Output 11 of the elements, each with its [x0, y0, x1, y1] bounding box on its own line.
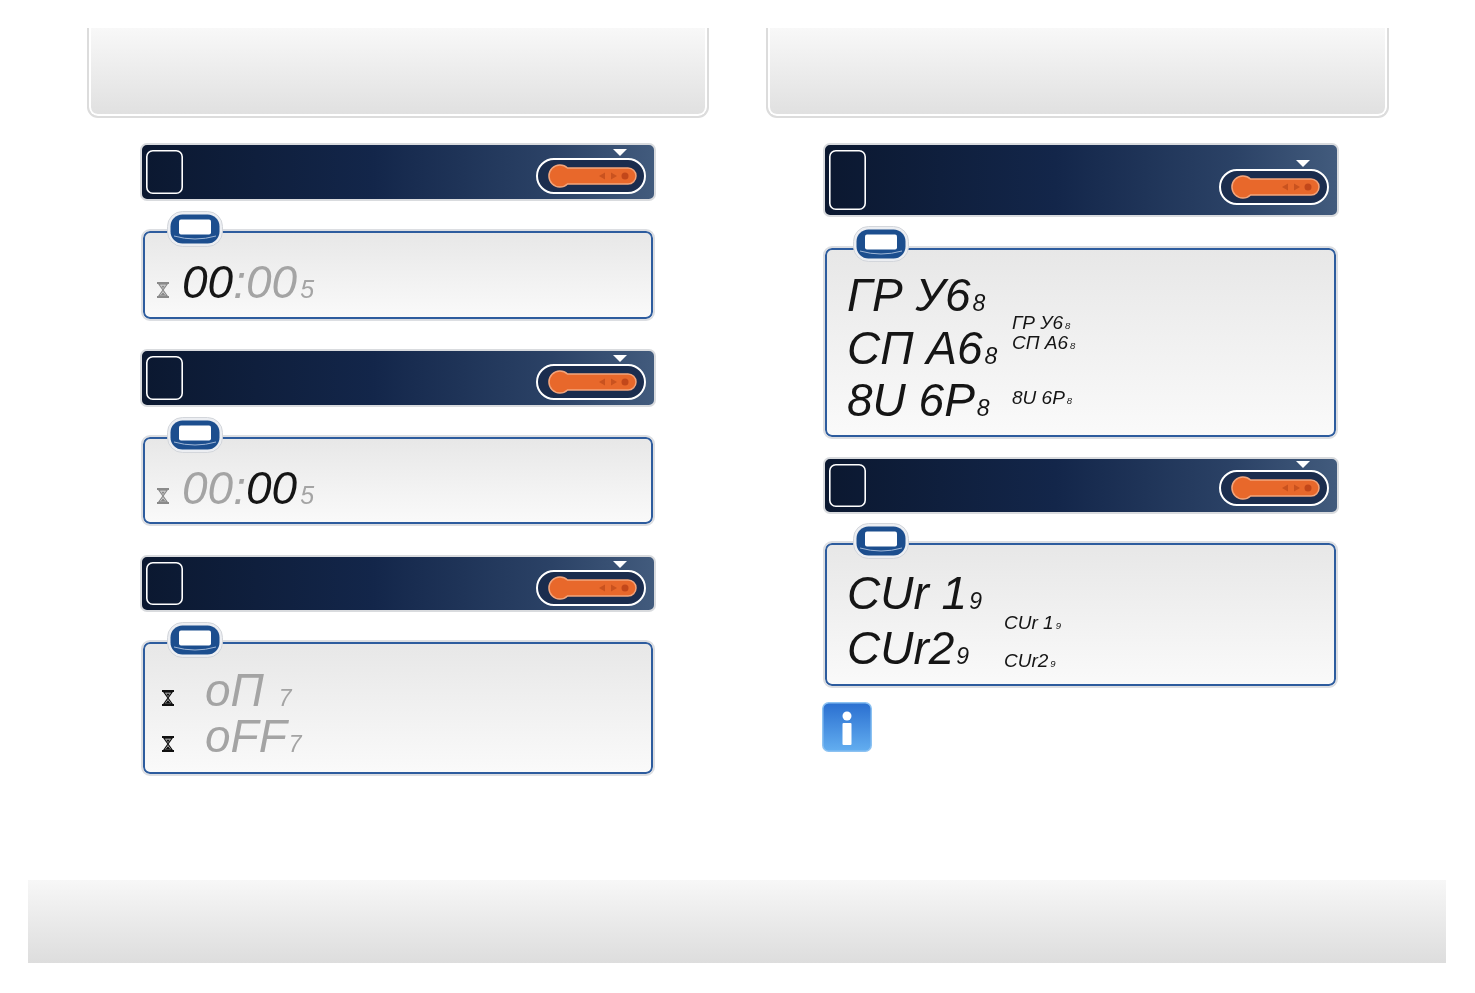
- lcd-readout: 00:: [182, 465, 246, 511]
- lcd-display-panel: [141, 229, 655, 321]
- lcd-display-panel: [141, 640, 655, 776]
- lcd-display-panel: [823, 246, 1338, 439]
- lcd-readout: 00: [182, 259, 234, 305]
- lcd-readout: :00: [233, 259, 298, 305]
- lcd-display-panel: [141, 435, 655, 526]
- lcd-readout: 00: [245, 465, 298, 511]
- lcd-display-panel: [823, 541, 1338, 688]
- lcd-readout: 5: [300, 277, 315, 302]
- lcd-readout: 5: [300, 483, 315, 508]
